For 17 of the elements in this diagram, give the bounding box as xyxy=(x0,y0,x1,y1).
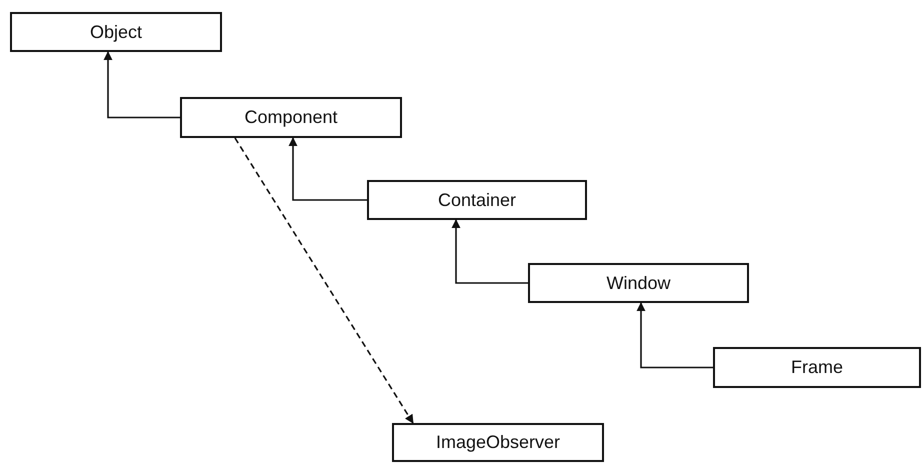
class-box xyxy=(367,180,587,220)
class-box xyxy=(180,97,402,138)
class-box xyxy=(392,423,604,462)
dashed-arrow xyxy=(234,138,414,424)
class-name: Component xyxy=(244,107,338,128)
class-name: ImageObserver xyxy=(436,432,560,453)
inheritance-arrow xyxy=(104,51,180,118)
inheritance-arrow xyxy=(636,302,713,368)
class-name: Object xyxy=(90,22,142,42)
class-name: Frame xyxy=(790,357,843,378)
class-name: Window xyxy=(606,272,671,294)
class-name: Container xyxy=(438,190,516,210)
inheritance-arrow xyxy=(288,137,367,201)
class-box xyxy=(528,263,749,303)
inheritance-arrow xyxy=(452,219,528,284)
class-box xyxy=(713,347,921,388)
class-box xyxy=(10,12,222,52)
